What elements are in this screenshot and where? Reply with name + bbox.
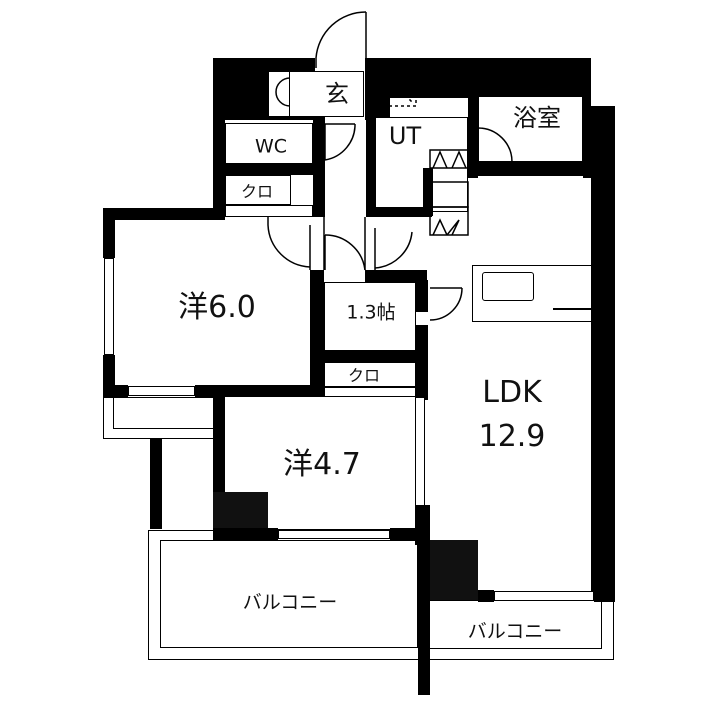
wall-storage-right2 [416,325,428,400]
wall-ut-bottom [366,207,432,217]
wall-w2-bottom-r [390,528,427,540]
wall-ut-left [366,117,376,217]
wall-w2-bottom-l [213,528,278,540]
label-bath: 浴室 [513,104,561,132]
wall-top-mid [365,58,390,120]
balcony1-outer [148,530,420,660]
window-w2-bottom [278,529,390,539]
balcony2-inner [428,600,602,649]
label-ut: UT [388,122,422,150]
window-w1-bottom [128,386,195,396]
label-ldk: LDK [482,375,542,410]
closet1-door [225,205,313,217]
balcony1-inner [160,540,418,648]
closet2-box [324,362,416,387]
wall-w1-top [103,208,225,220]
wall-top-right-drop [475,58,590,98]
wall-right-outer [591,106,615,601]
window-w2-right [415,397,425,507]
label-ldk-size: 12.9 [478,419,546,454]
wall-right-upper [583,58,591,178]
label-balcony2: バルコニー [467,620,563,643]
wall-ldk-left-upper [418,280,428,300]
shoe-box [268,71,290,117]
wall-w1-right [310,270,324,397]
wall-wc-right [313,117,325,217]
wall-w1-annex-post [150,439,162,529]
label-wc: WC [254,135,288,158]
wall-ldk-bottom-r [594,590,615,602]
closet2-door [324,387,416,397]
label-western2: 洋4.7 [283,447,361,482]
label-closet1: クロ [240,182,274,201]
pillar-ldk [430,540,478,600]
kitchen-line [553,308,591,310]
wall-ldk-divider [418,505,430,695]
wall-bath-bottom [468,162,591,176]
kitchen-sink [482,272,534,301]
wall-w1-bottom-l [103,385,128,397]
wall-wc-bottom [213,163,323,175]
label-western1: 洋6.0 [178,290,256,325]
wc-room [225,123,313,164]
wall-w1-bottom-r [195,385,330,397]
label-closet2: クロ [347,366,381,385]
closet1-box [225,175,291,205]
label-genkan: 玄 [325,80,349,108]
wall-corridor-mid [365,270,427,282]
label-balcony1: バルコニー [242,591,338,614]
label-storage: 1.3帖 [346,301,396,324]
wall-bath-left [468,98,478,178]
w1-balcony-inner [113,397,215,429]
wall-ldk-bottom-l [478,590,494,602]
window-w1-left [104,258,114,355]
wall-storage-bottom [324,350,428,362]
wall-ut-right [423,168,433,216]
wall-w1-left-top [103,208,115,258]
